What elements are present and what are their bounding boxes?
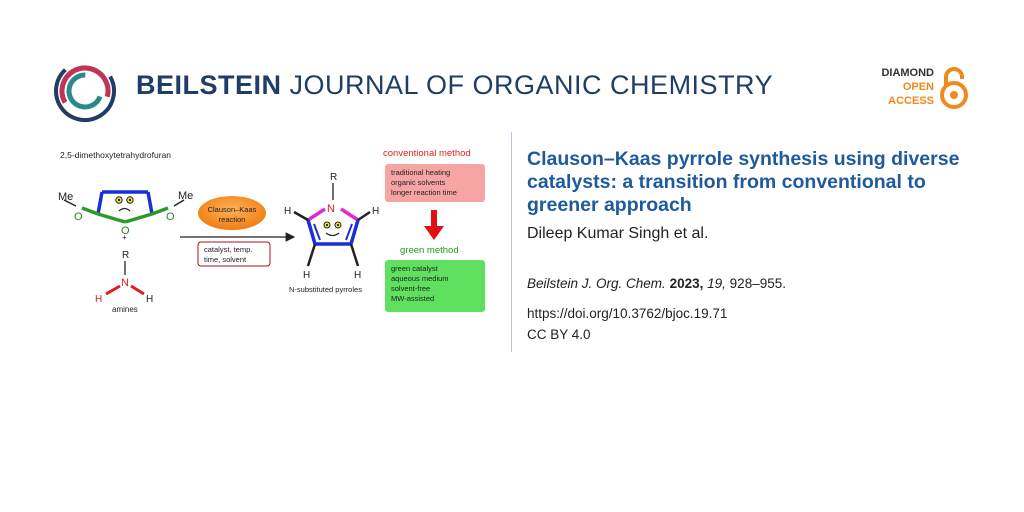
conventional-box — [385, 164, 485, 202]
down-arrow-icon — [424, 210, 444, 240]
plus-sign: + — [122, 233, 127, 242]
oxygen-left-label: O — [74, 211, 83, 223]
article-title[interactable]: Clauson–Kaas pyrrole synthesis using div… — [527, 148, 960, 216]
amine-h1-label: H — [95, 294, 102, 305]
article-authors: Dileep Kumar Singh et al. — [527, 225, 709, 242]
open-lock-icon — [940, 67, 968, 109]
green-item-4: MW-assisted — [391, 294, 434, 303]
product-face-icon — [323, 221, 342, 237]
citation-pages: 928–955. — [729, 276, 786, 291]
reactant1-name: 2,5-dimethoxytetrahydrofuran — [60, 150, 171, 160]
journal-name-rest: JOURNAL OF ORGANIC CHEMISTRY — [289, 70, 774, 100]
article-doi-link[interactable]: https://doi.org/10.3762/bjoc.19.71 — [527, 306, 728, 321]
access-badge-line1: DIAMOND — [881, 67, 934, 79]
reaction-oval — [198, 196, 266, 230]
citation-journal: Beilstein J. Org. Chem. — [527, 276, 666, 291]
citation-volume: 19, — [707, 276, 726, 291]
oxygen-ring-label: O — [121, 225, 130, 237]
conditions-line1: catalyst, temp. — [204, 245, 252, 254]
oxygen-right-label: O — [166, 211, 175, 223]
methyl-right-label: Me — [178, 190, 193, 202]
pyrrole-ring — [293, 207, 371, 267]
amine-r-label: R — [122, 250, 129, 261]
product-h-tl-label: H — [284, 206, 291, 217]
green-item-1: green catalyst — [391, 264, 439, 273]
article-citation: Beilstein J. Org. Chem. 2023, 19, 928–95… — [527, 276, 786, 291]
journal-name-bold: BEILSTEIN — [136, 70, 282, 100]
conventional-item-2: organic solvents — [391, 178, 445, 187]
conditions-box — [197, 241, 271, 267]
product-h-br-label: H — [354, 270, 361, 281]
reaction-label-line2: reaction — [219, 215, 246, 224]
access-badge: DIAMOND OPEN ACCESS — [870, 66, 934, 108]
product-h-tr-label: H — [372, 206, 379, 217]
access-badge-line3: ACCESS — [888, 95, 934, 107]
face-icon — [115, 196, 134, 212]
product-r-label: R — [330, 172, 337, 183]
access-badge-line2: OPEN — [902, 81, 934, 93]
conventional-item-1: traditional heating — [391, 168, 450, 177]
green-item-3: solvent-free — [391, 284, 430, 293]
citation-year: 2023, — [669, 276, 704, 291]
conventional-title: conventional method — [383, 148, 471, 159]
amine-name: amines — [112, 305, 138, 314]
graphical-abstract: 2,5-dimethoxytetrahydrofuran Me Me O O O… — [58, 148, 485, 314]
conventional-item-3: longer reaction time — [391, 188, 457, 197]
methyl-left-label: Me — [58, 191, 73, 203]
product-n-label: N — [327, 203, 335, 215]
green-box — [385, 260, 485, 312]
furan-ring — [63, 190, 185, 224]
product-h-bl-label: H — [303, 270, 310, 281]
amine-n-label: N — [121, 277, 129, 289]
green-title: green method — [400, 245, 459, 256]
amine-h2-label: H — [146, 294, 153, 305]
product-name: N-substituted pyrroles — [289, 285, 362, 294]
journal-name: BEILSTEIN JOURNAL OF ORGANIC CHEMISTRY — [136, 70, 773, 101]
reaction-label-line1: Clauson–Kaas — [208, 205, 257, 214]
column-divider — [511, 132, 512, 352]
conditions-line2: time, solvent — [204, 255, 247, 264]
article-license: CC BY 4.0 — [527, 327, 591, 342]
green-item-2: aqueous medium — [391, 274, 449, 283]
journal-logo-icon — [54, 60, 116, 122]
